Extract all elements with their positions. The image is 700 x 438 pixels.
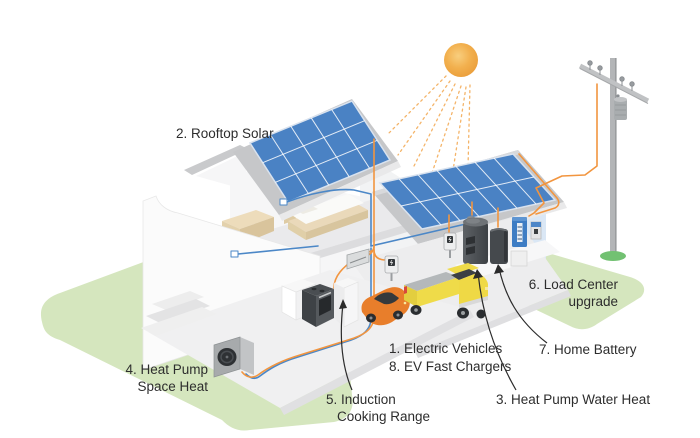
label-home-battery: 7. Home Battery [539,342,637,357]
outlet-blue-2 [230,250,239,258]
label-line: upgrade [568,294,618,309]
ev-fast-charger-1 [384,255,399,281]
sun-icon [444,43,478,77]
label-induction-cooking-range: 5. Induction Cooking Range [326,391,430,425]
front-steps [141,291,217,336]
label-heat-pump-water-heat: 3. Heat Pump Water Heat [496,392,651,407]
ev-fast-charger-2 [443,232,457,258]
label-line: 5. Induction [326,392,396,407]
label-rooftop-solar: 2. Rooftop Solar [176,126,274,141]
label-line: Space Heat [137,379,208,394]
label-load-center-upgrade: 6. Load Center upgrade [529,276,618,310]
label-line: 6. Load Center [528,277,618,292]
ev-car-orange [361,287,410,326]
heat-pump-outdoor-unit [213,336,254,378]
pointer-arrows [339,264,548,391]
utility-pole [578,58,650,256]
mini-split-unit [346,248,370,270]
bed [284,194,368,240]
ev-truck-yellow [404,263,488,319]
pole-base-grass [600,251,626,261]
rooftop-solar-array-left [184,99,401,221]
insulators [587,60,635,91]
load-center-panel [510,217,542,267]
outlet-blue-1 [279,198,288,206]
home-battery-unit [490,228,508,264]
transformer-icon [614,94,627,120]
label-ev-fast-chargers: 8. EV Fast Chargers [389,359,512,374]
induction-range [302,284,334,327]
heat-pump-water-heater [463,216,488,264]
label-electric-vehicles: 1. Electric Vehicles [389,341,503,356]
kitchen [281,278,359,328]
label-line: 4. Heat Pump [125,362,208,377]
label-heat-pump-space-heat: 4. Heat Pump Space Heat [125,361,208,395]
sun-rays-icon [387,75,471,178]
label-line: Cooking Range [337,409,431,424]
